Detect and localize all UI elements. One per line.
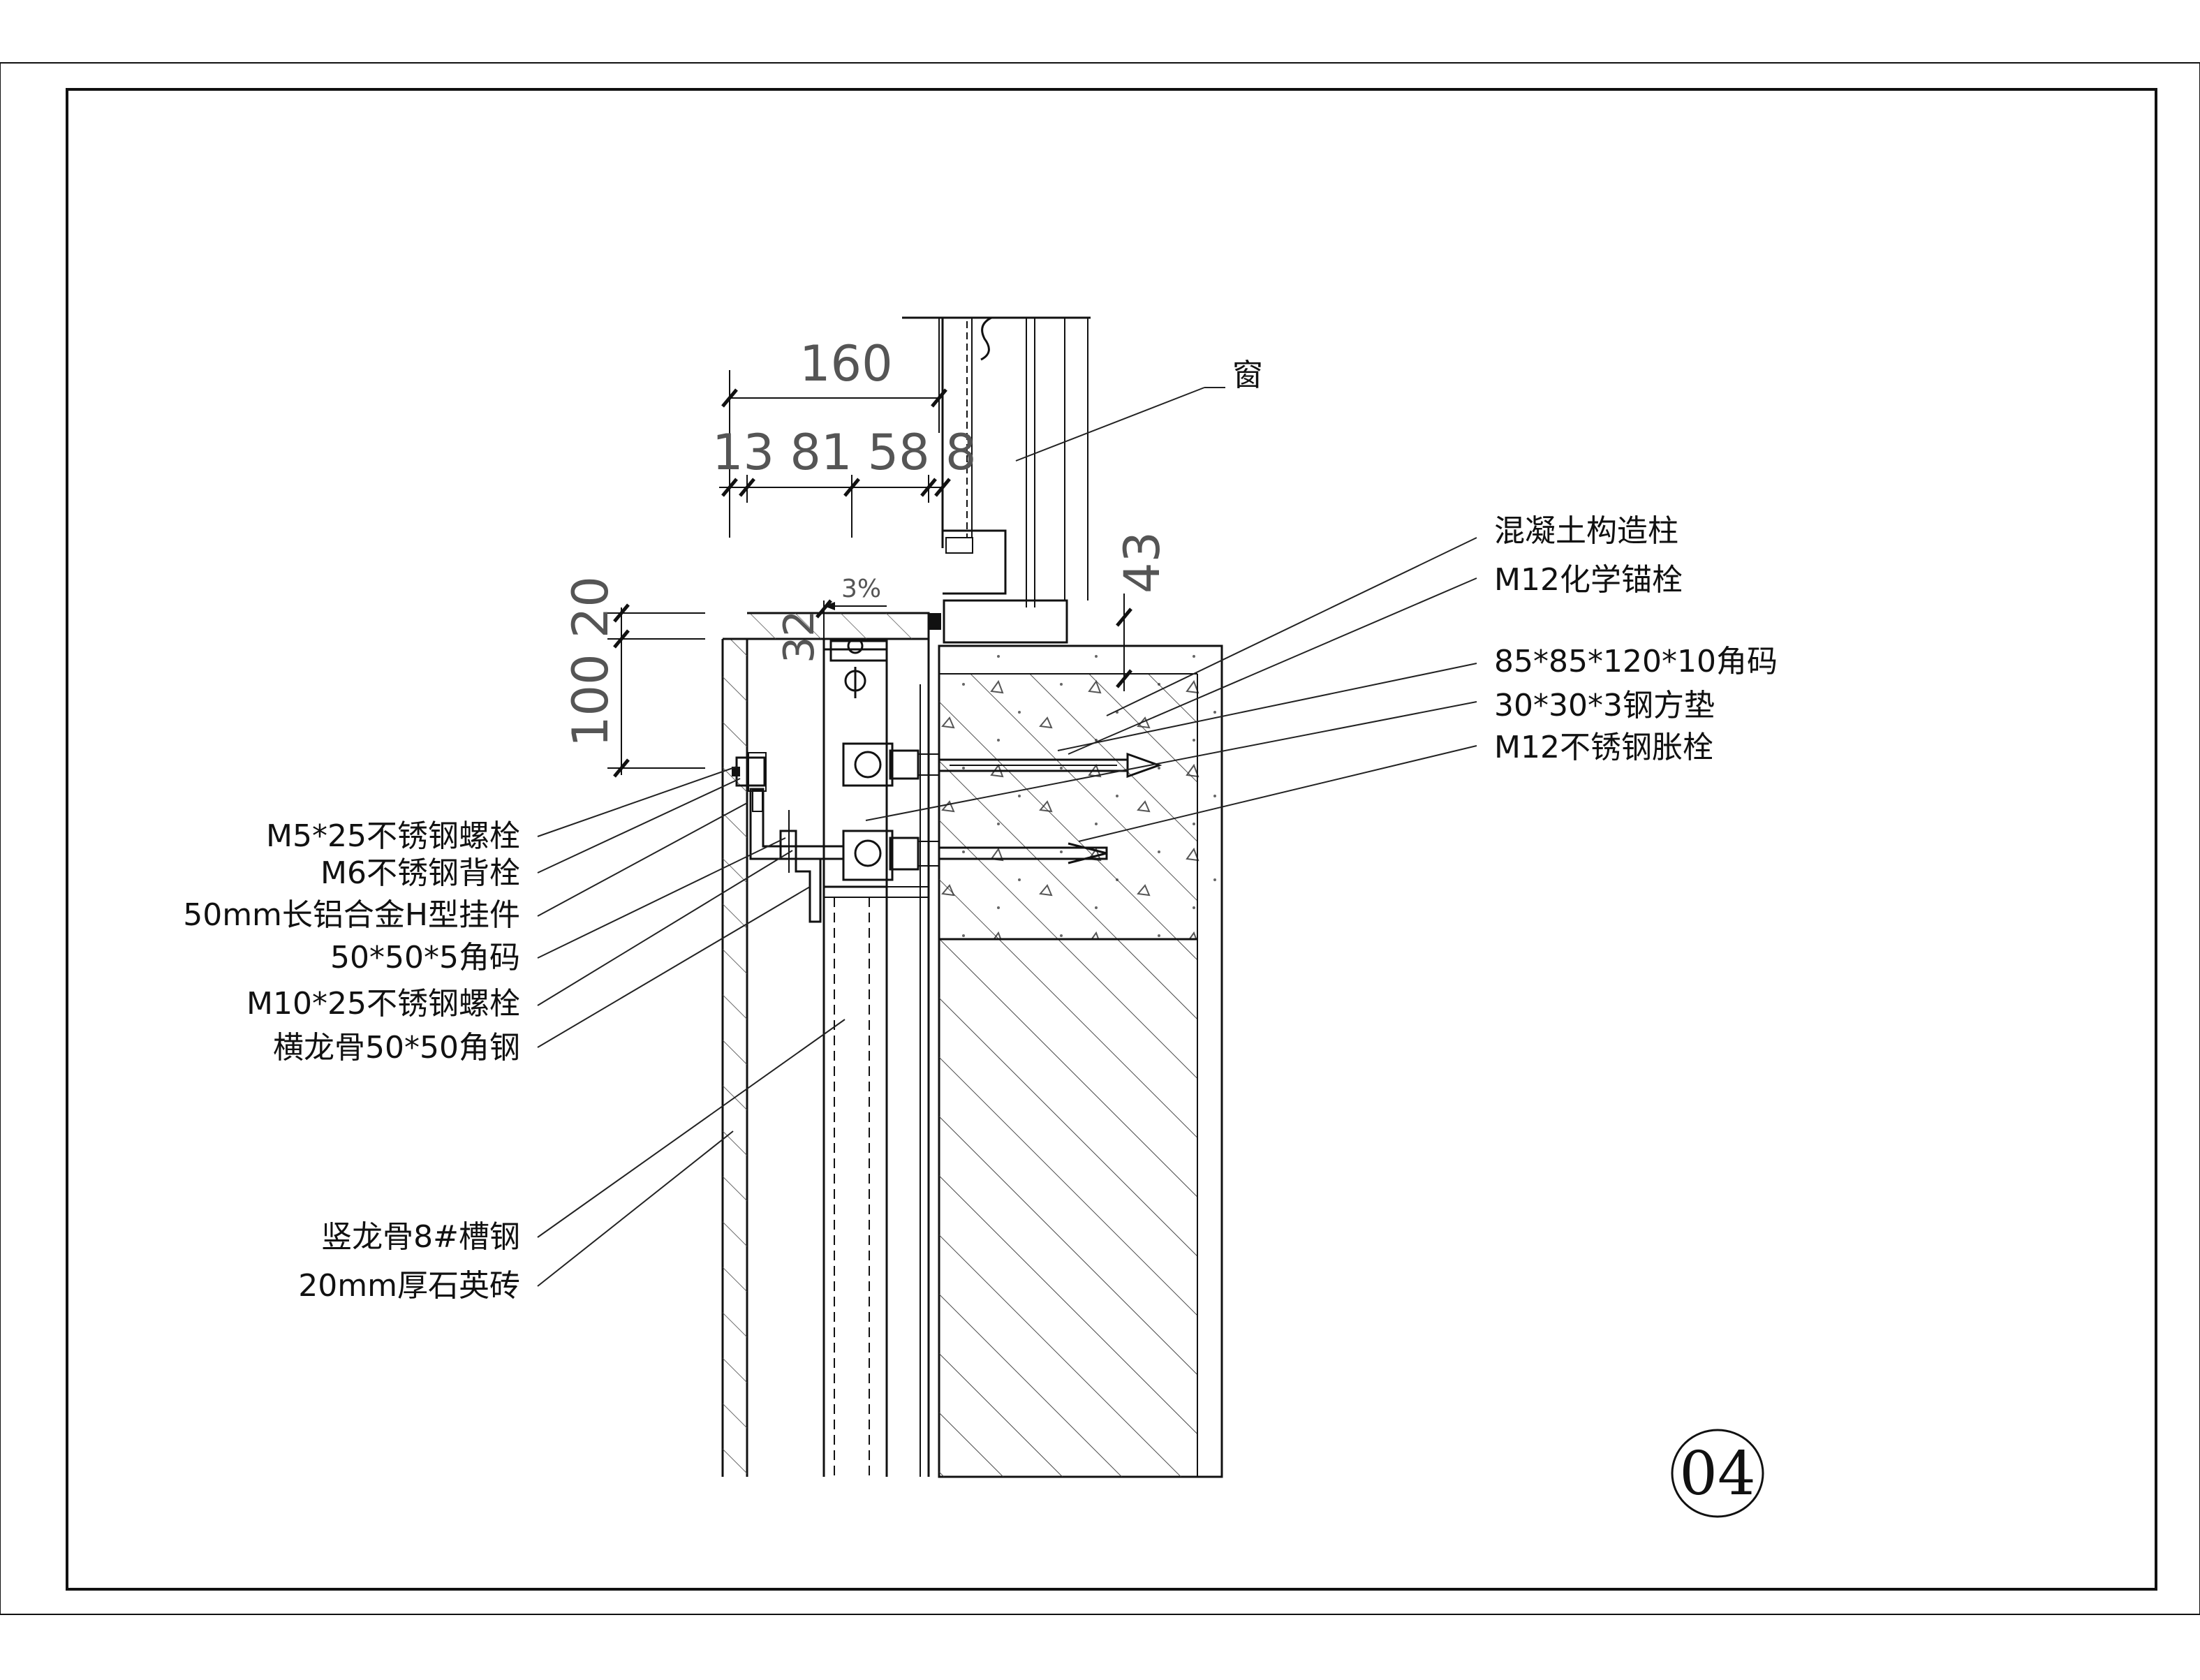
aluminum-h-hanger	[732, 752, 767, 812]
anchor-bolt-upper	[842, 742, 1162, 787]
window-frame	[902, 316, 1091, 644]
drawing-number: 04	[1679, 1439, 1755, 1509]
drawing-number-circle	[1671, 1429, 1764, 1518]
label-angle-50: 50*50*5角码	[330, 940, 520, 975]
dim-vertical-stack: 100 20	[562, 576, 619, 747]
label-steel-pad: 30*30*3钢方垫	[1494, 688, 1715, 723]
anchor-bolt-lower	[842, 830, 1108, 881]
label-expansion-bolt: M12不锈钢胀栓	[1494, 730, 1713, 765]
leader-lines	[537, 387, 1477, 1287]
sealant-joint	[929, 613, 941, 630]
top-bracket-bolt	[829, 638, 888, 698]
label-h-hanger: 50mm长铝合金H型挂件	[183, 897, 520, 933]
label-m10-bolt: M10*25不锈钢螺栓	[246, 986, 520, 1022]
dim-total-width: 160	[799, 335, 893, 392]
label-chemical-anchor: M12化学锚栓	[1494, 562, 1683, 598]
dim-height-b: 32	[775, 610, 824, 663]
outer-frame	[0, 62, 2200, 1615]
dimension-lines	[607, 318, 1132, 778]
dim-sub-widths: 13 81 58 8	[712, 424, 977, 481]
horizontal-keel-angle	[749, 788, 845, 923]
dim-height-a: 43	[1114, 531, 1171, 594]
label-m6-back-bolt: M6不锈钢背栓	[320, 855, 520, 891]
label-horizontal-keel: 横龙骨50*50角钢	[273, 1030, 520, 1066]
label-m5-bolt: M5*25不锈钢螺栓	[266, 818, 520, 854]
dim-slope: 3%	[841, 575, 881, 603]
label-quartz-tile: 20mm厚石英砖	[298, 1268, 520, 1304]
label-angle-bracket: 85*85*120*10角码	[1494, 644, 1778, 679]
label-concrete-column: 混凝土构造柱	[1494, 513, 1678, 549]
quartz-tile-panel	[721, 612, 930, 1477]
inner-frame	[66, 88, 2157, 1591]
vertical-keel-channel	[822, 639, 929, 1477]
label-vertical-keel: 竖龙骨8#槽钢	[321, 1219, 520, 1255]
label-window: 窗	[1232, 358, 1263, 393]
concrete-column	[927, 614, 1223, 1478]
